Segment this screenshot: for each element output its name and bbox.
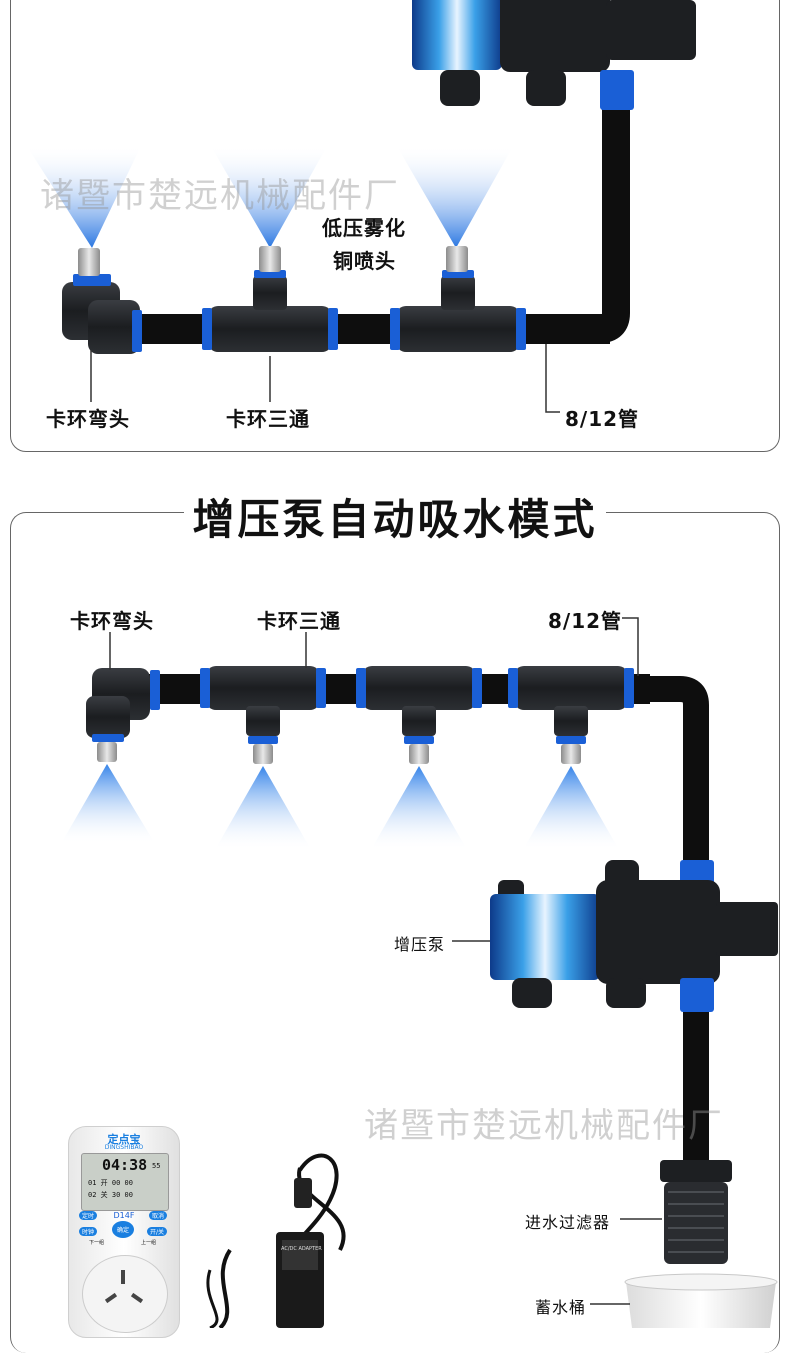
timer-row1: 01 开 00 00 [88,1179,133,1187]
timer-seconds: 55 [152,1162,161,1170]
btn-clock[interactable]: 时钟 [79,1227,98,1236]
timer-socket: 定点宝 DINGSHIBAO 04:38 55 01 开 00 00 02 关 … [68,1126,180,1338]
elbow-fitting [86,668,160,742]
spray-cone [28,148,140,248]
nozzle [259,246,281,272]
tee-fitting [508,666,634,744]
water-bucket [624,1273,778,1328]
pipe [560,90,630,343]
tee-fitting [200,666,326,744]
spray-cone [216,766,310,848]
spray-cone [524,766,618,848]
nozzle [561,744,581,764]
timer-model: D14F [113,1211,135,1220]
spray-cone [212,148,326,248]
section-title: 增压泵自动吸水模式 [0,486,790,547]
spray-cone [372,766,466,848]
pump-label: 增压泵 [394,935,446,954]
adapter-label: AC/DC ADAPTER [281,1246,322,1252]
spray-cone [398,148,512,248]
top-tee-label: 卡环三通 [226,407,310,431]
bottom-tee-label: 卡环三通 [257,609,341,633]
btn-next[interactable]: 下一组 [89,1240,105,1246]
top-elbow-label: 卡环弯头 [46,407,130,431]
inlet-filter [660,1160,732,1264]
timer-time: 04:38 [102,1156,148,1174]
nozzle [97,742,117,762]
top-pipe-label: 8/12管 [565,407,640,431]
nozzle-label-line2: 铜喷头 [333,249,396,273]
nozzle [409,744,429,764]
btn-set[interactable]: 定时 [79,1211,98,1220]
nozzle [446,246,468,272]
pipe [110,314,610,344]
bottom-elbow-label: 卡环弯头 [70,609,154,633]
top-panel [10,0,780,452]
top-watermark: 诸暨市楚远机械配件厂 [40,176,400,216]
filter-label: 进水过滤器 [525,1213,611,1232]
nozzle-label-line1: 低压雾化 [322,216,406,240]
pump-bottom [490,860,778,1012]
btn-prev[interactable]: 上一组 [141,1240,157,1246]
socket-face [82,1255,168,1333]
btn-onoff[interactable]: 开/关 [147,1227,168,1236]
tee-fitting [356,666,482,744]
timer-brand-en: DINGSHIBAO [104,1144,144,1151]
nozzle [253,744,273,764]
pipe [630,676,709,1160]
tee-fitting [390,270,526,352]
elbow-fitting [62,274,142,354]
tee-fitting [202,270,338,352]
btn-confirm[interactable]: 确定 [112,1221,135,1238]
btn-cancel[interactable]: 取消 [149,1211,168,1220]
bottom-pipe-label: 8/12管 [548,609,623,633]
bottom-watermark: 诸暨市楚远机械配件厂 [364,1106,724,1146]
bucket-label: 蓄水桶 [535,1298,587,1317]
section-title-text: 增压泵自动吸水模式 [184,495,606,544]
socket-hole [130,1292,144,1304]
timer-display: 04:38 55 01 开 00 00 02 关 30 00 [81,1153,169,1211]
power-adapter [206,1153,346,1328]
timer-brand: 定点宝 [107,1133,141,1146]
timer-row2: 02 关 30 00 [88,1191,133,1199]
socket-hole [121,1270,125,1284]
pump-top [412,0,696,110]
nozzle [78,248,100,276]
spray-cone [62,764,154,842]
socket-hole [104,1292,118,1304]
